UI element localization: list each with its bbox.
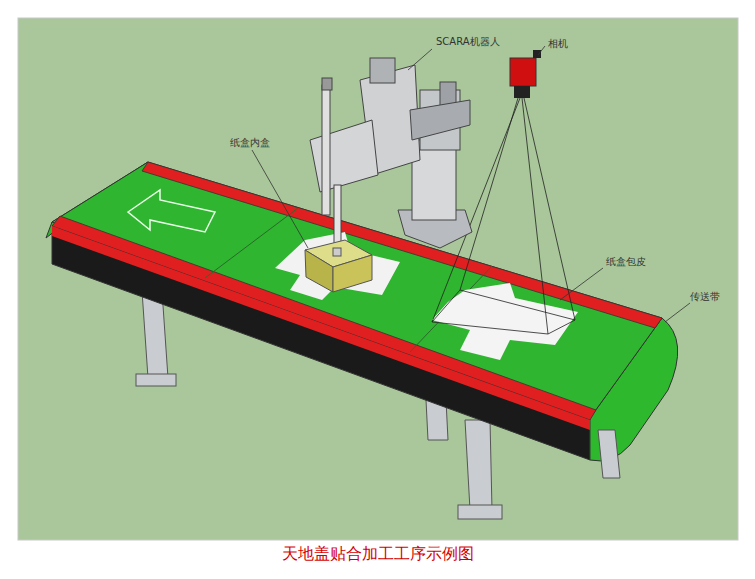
part-label: 纸盒包皮	[606, 256, 646, 268]
scara-robot	[310, 58, 472, 250]
part-label: SCARA机器人	[436, 36, 500, 48]
belt-edge	[52, 226, 590, 430]
belt-edge	[52, 216, 596, 420]
figure-caption: 天地盖贴合加工工序示例图	[282, 544, 474, 563]
part-label: 相机	[548, 38, 568, 50]
part-label: 传送带	[690, 291, 720, 303]
paper-sheet	[275, 232, 400, 300]
paper-cross	[432, 283, 578, 360]
conveyor-side	[52, 222, 590, 460]
part-label: 纸盒内盒	[230, 137, 270, 149]
conveyor-legs	[598, 430, 620, 478]
belt-edge	[142, 162, 662, 328]
direction-arrow	[128, 190, 215, 232]
background-panel	[18, 18, 738, 540]
belt-joints	[205, 208, 492, 352]
inner-box	[305, 240, 372, 292]
camera	[510, 50, 541, 98]
conveyor-belt	[52, 162, 662, 418]
leader-lines	[252, 46, 690, 322]
